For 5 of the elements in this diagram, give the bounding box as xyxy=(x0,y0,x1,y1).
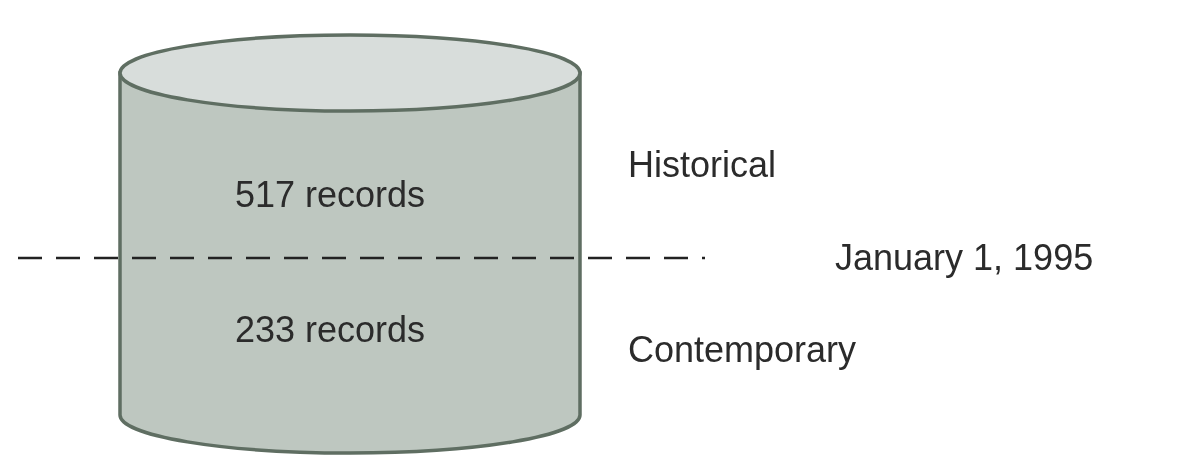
record-count: 233 records xyxy=(234,312,426,348)
date-label: January 1, 1995 xyxy=(835,240,1094,276)
record-count: 517 records xyxy=(234,177,426,213)
period-label: Historical xyxy=(628,147,777,183)
period-label: Contemporary xyxy=(628,332,857,368)
